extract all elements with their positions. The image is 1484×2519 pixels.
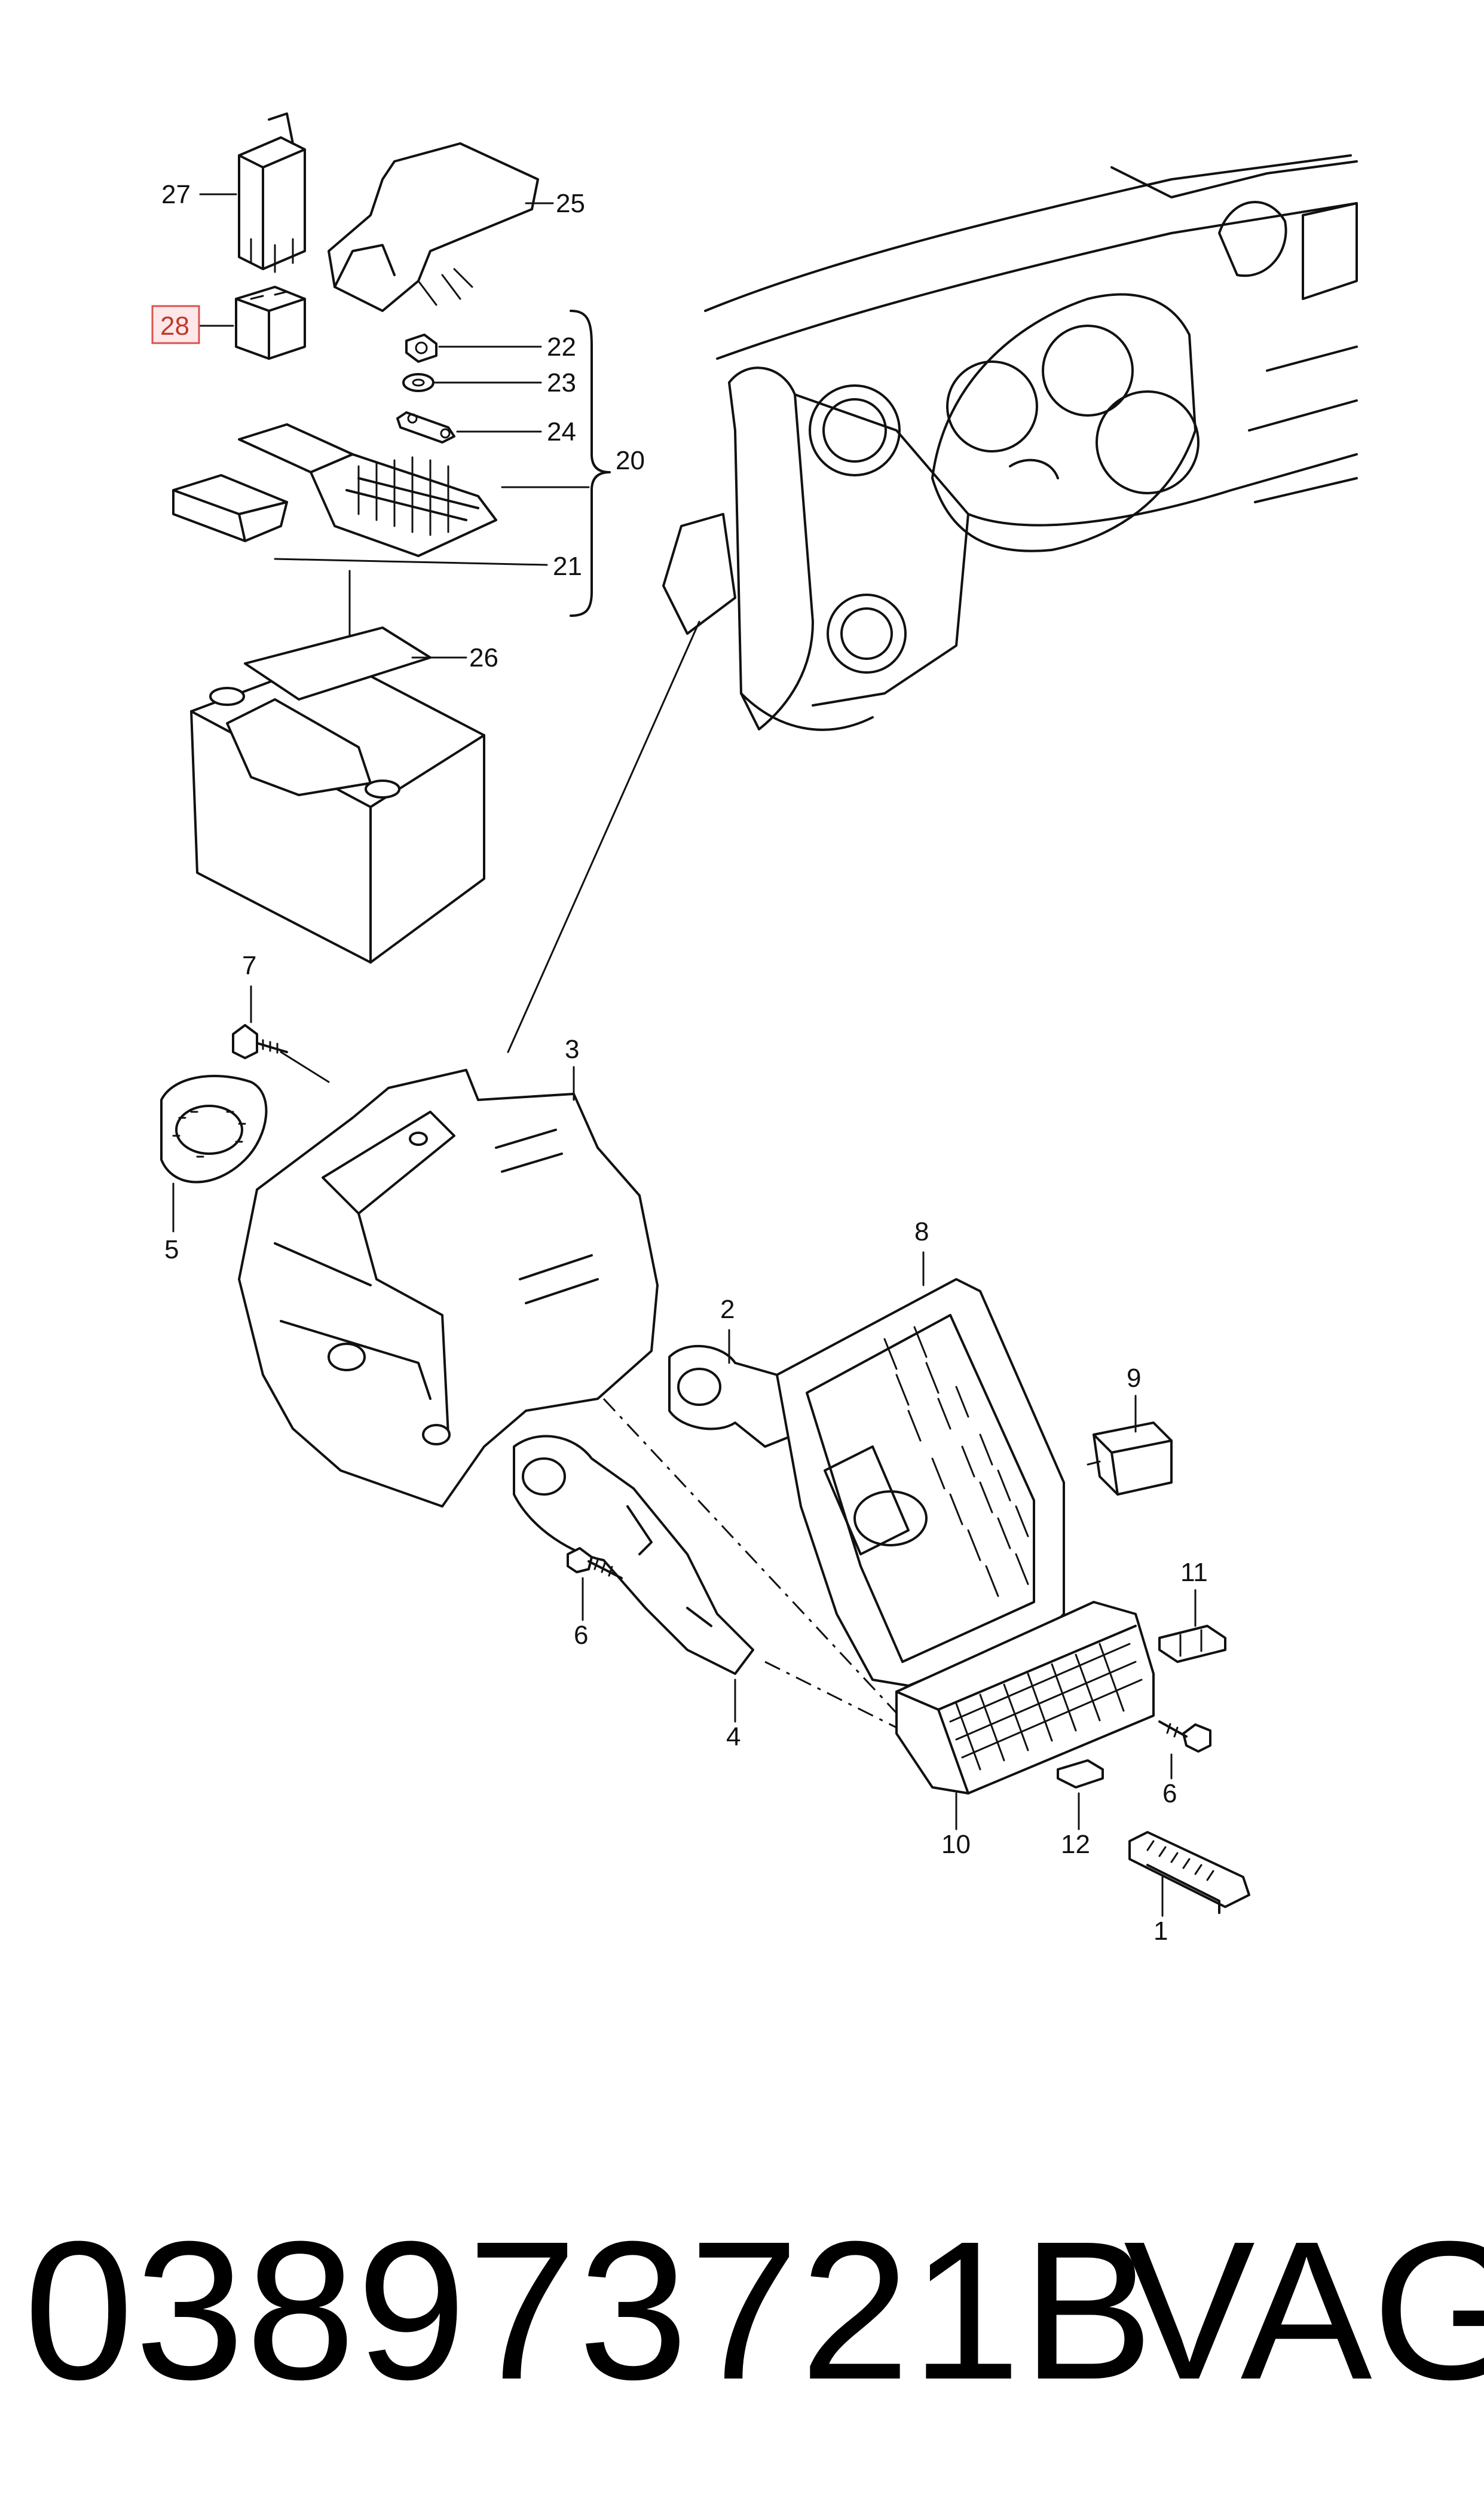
bracket-3 [238, 1069, 659, 1508]
callout-7: 7 [242, 951, 256, 980]
part-number-label: 038973721B [24, 2200, 1155, 2420]
callout-22: 22 [547, 332, 576, 362]
callout-8: 8 [914, 1217, 929, 1246]
callout-26: 26 [469, 643, 498, 672]
callout-9: 9 [1127, 1364, 1141, 1393]
grommet-5 [160, 1075, 268, 1184]
battery-26 [190, 626, 485, 964]
callout-28: 28 [160, 311, 189, 341]
callout-5: 5 [164, 1235, 179, 1264]
callout-21: 21 [553, 552, 582, 581]
callout-12: 12 [1061, 1830, 1090, 1859]
screw-6-right [1158, 1720, 1211, 1753]
strap-24 [396, 411, 455, 444]
fuse-11 [1158, 1625, 1226, 1663]
dashboard-illustration [662, 154, 1358, 731]
brand-label: VAG [1124, 2200, 1484, 2420]
cover-25 [328, 142, 539, 312]
bracket-4 [513, 1435, 754, 1675]
callout-23: 23 [547, 368, 576, 398]
fuse-12 [1057, 1759, 1104, 1789]
fuse-holder-10 [895, 1601, 1155, 1795]
callout-2: 2 [720, 1295, 735, 1324]
callout-1: 1 [1153, 1916, 1168, 1946]
bolt-7 [232, 1024, 288, 1059]
callout-20: 20 [616, 446, 645, 475]
callout-3: 3 [565, 1035, 579, 1064]
fuse-carrier-20 [172, 423, 497, 557]
callout-10: 10 [941, 1830, 971, 1859]
relay-9 [1087, 1421, 1173, 1496]
callout-6-right: 6 [1162, 1779, 1177, 1808]
fuse-puller-1 [1128, 1831, 1250, 1914]
callout-4: 4 [726, 1722, 741, 1751]
relay-28 [235, 286, 306, 360]
washer-23 [402, 373, 435, 392]
callout-6-left: 6 [574, 1621, 588, 1650]
callout-28-highlight [151, 305, 200, 344]
callout-24: 24 [547, 417, 576, 447]
callout-25: 25 [556, 189, 585, 218]
fuse-box-8 [776, 1278, 1065, 1687]
nut-22 [405, 334, 437, 363]
callout-27: 27 [161, 180, 191, 209]
screw-6-left [567, 1547, 623, 1579]
relay-27 [238, 112, 306, 273]
callout-11: 11 [1180, 1558, 1208, 1587]
